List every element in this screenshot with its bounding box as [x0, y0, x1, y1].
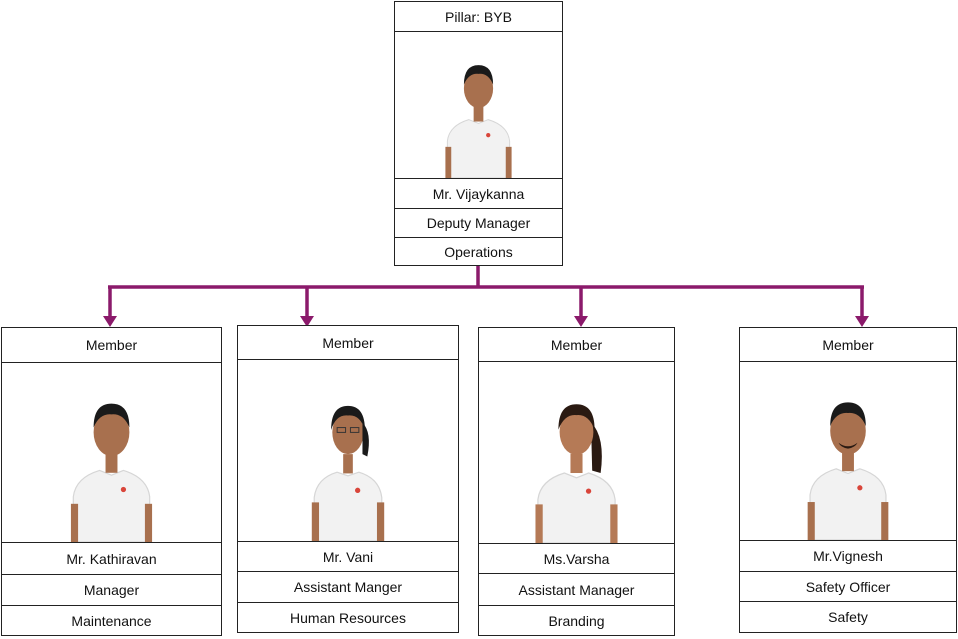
connector-lines: [108, 266, 864, 318]
member-photo: [1, 362, 222, 543]
member-header: Member: [1, 327, 222, 363]
person-photo-icon: [70, 403, 153, 542]
member-header: Member: [478, 327, 675, 362]
member-role: Safety Officer: [739, 571, 957, 602]
member-role: Assistant Manager: [478, 573, 675, 606]
member-dept: Human Resources: [237, 602, 459, 633]
member-dept: Maintenance: [1, 605, 222, 636]
top-photo: [394, 31, 563, 179]
arrow-down-icon: [103, 316, 117, 327]
top-name: Mr. Vijaykanna: [394, 178, 563, 209]
member-photo: [237, 359, 459, 542]
member-name: Mr. Vani: [237, 541, 459, 572]
person-photo-icon: [311, 405, 385, 541]
member-card-vani: Member Mr. Vani Assistant Manger Human R…: [237, 325, 459, 633]
member-role: Assistant Manger: [237, 571, 459, 603]
member-name: Mr. Kathiravan: [1, 542, 222, 575]
top-dept: Operations: [394, 237, 563, 266]
arrow-down-icon: [574, 316, 588, 327]
person-photo-icon: [445, 65, 512, 178]
member-photo: [478, 361, 675, 544]
pillar-label: Pillar: BYB: [394, 1, 563, 32]
top-card: Pillar: BYB Mr. Vijaykanna Deputy Manage…: [394, 1, 563, 266]
top-role: Deputy Manager: [394, 208, 563, 238]
member-photo: [739, 361, 957, 541]
member-name: Mr.Vignesh: [739, 540, 957, 572]
member-card-vignesh: Member Mr.Vignesh Safety Officer Safety: [739, 327, 957, 633]
arrow-down-icon: [855, 316, 869, 327]
person-photo-icon: [535, 404, 618, 543]
member-header: Member: [739, 327, 957, 362]
person-photo-icon: [807, 402, 889, 540]
member-dept: Branding: [478, 605, 675, 636]
member-header: Member: [237, 325, 459, 360]
member-dept: Safety: [739, 601, 957, 633]
member-card-kathiravan: Member Mr. Kathiravan Manager Maintenanc…: [1, 327, 222, 636]
member-name: Ms.Varsha: [478, 543, 675, 574]
member-card-varsha: Member Ms.Varsha Assistant Manager Brand…: [478, 327, 675, 636]
member-role: Manager: [1, 574, 222, 606]
